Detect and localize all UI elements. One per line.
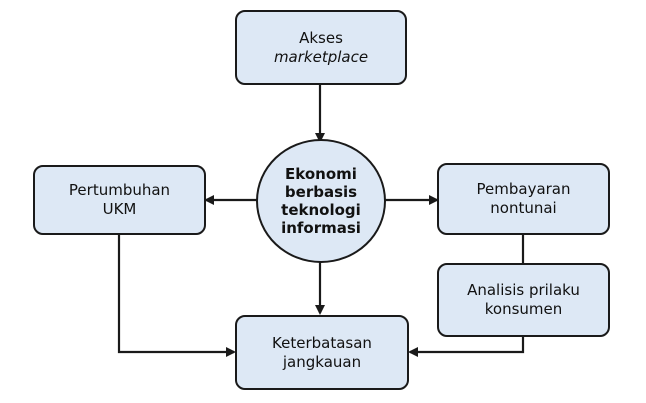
node-ukm-line2: UKM xyxy=(102,200,137,218)
arrow-ukm-to-keterbatasan xyxy=(117,234,236,357)
node-center-ekonomi: Ekonomi berbasis teknologi informasi xyxy=(256,139,386,263)
node-analisis-line1: Analisis prilaku xyxy=(467,281,580,299)
center-line-1: Ekonomi xyxy=(285,165,357,183)
center-line-2: berbasis xyxy=(284,183,358,201)
center-line-3: teknologi xyxy=(281,201,361,219)
node-analisis-prilaku-konsumen: Analisis prilaku konsumen xyxy=(437,263,610,337)
center-line-4: informasi xyxy=(281,219,361,237)
node-pertumbuhan-ukm: Pertumbuhan UKM xyxy=(33,165,206,235)
node-pembayaran-line2: nontunai xyxy=(490,199,557,217)
arrow-analisis-to-keterbatasan xyxy=(408,336,525,357)
node-ukm-line1: Pertumbuhan xyxy=(68,181,171,199)
node-akses-marketplace: Akses marketplace xyxy=(235,10,407,85)
node-keterbatasan-line2: jangkauan xyxy=(282,352,362,371)
node-pembayaran-line1: Pembayaran xyxy=(476,180,571,198)
node-analisis-line2: konsumen xyxy=(484,300,563,318)
node-akses-line2: marketplace xyxy=(273,47,369,66)
node-akses-line1: Akses xyxy=(299,28,343,47)
node-pembayaran-nontunai: Pembayaran nontunai xyxy=(437,163,610,235)
node-keterbatasan-jangkauan: Keterbatasan jangkauan xyxy=(235,315,409,390)
node-keterbatasan-line1: Keterbatasan xyxy=(272,333,372,352)
